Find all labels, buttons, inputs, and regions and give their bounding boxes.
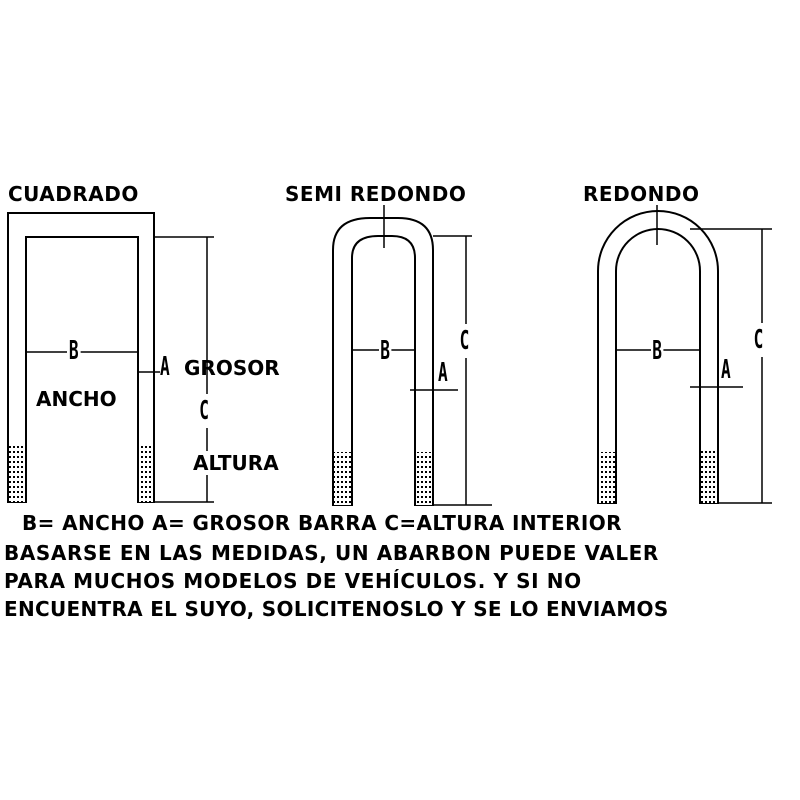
square-thickness-letter: A — [160, 352, 170, 382]
note-line-1: BASARSE EN LAS MEDIDAS, UN ABARBON PUEDE… — [4, 541, 659, 565]
round-thickness-letter: A — [721, 355, 731, 385]
square-width-letter: B — [67, 336, 81, 366]
semi-bolt-outer — [332, 217, 434, 506]
round-height-letter: C — [753, 323, 764, 357]
semi-width-letter: B — [379, 336, 392, 366]
square-thread-right — [139, 446, 153, 502]
square-thread-left — [9, 446, 25, 502]
square-thickness-word: GROSOR — [184, 356, 280, 380]
note-line-2: PARA MUCHOS MODELOS DE VEHÍCULOS. Y SI N… — [4, 569, 582, 593]
round-thread-left — [599, 452, 615, 503]
round-bolt-outer — [597, 210, 719, 504]
round-width-letter: B — [651, 336, 664, 366]
title-semi-round: SEMI REDONDO — [285, 182, 467, 206]
semi-height-letter: C — [459, 324, 470, 358]
semi-thickness-letter: A — [438, 358, 448, 388]
semi-thread-right — [416, 452, 432, 505]
round-thread-right — [701, 448, 717, 503]
square-u-bolt — [7, 212, 214, 503]
square-bolt-outer — [7, 212, 155, 503]
note-line-3: ENCUENTRA EL SUYO, SOLICITENOSLO Y SE LO… — [4, 597, 669, 621]
square-height-letter: C — [198, 394, 211, 428]
square-height-word: ALTURA — [193, 451, 279, 475]
title-square: CUADRADO — [8, 182, 139, 206]
title-round: REDONDO — [583, 182, 700, 206]
round-u-bolt — [597, 205, 772, 504]
semi-thread-left — [334, 452, 351, 505]
semi-round-u-bolt — [332, 205, 492, 506]
square-width-word: ANCHO — [36, 387, 117, 411]
legend-line: B= ANCHO A= GROSOR BARRA C=ALTURA INTERI… — [22, 511, 622, 535]
